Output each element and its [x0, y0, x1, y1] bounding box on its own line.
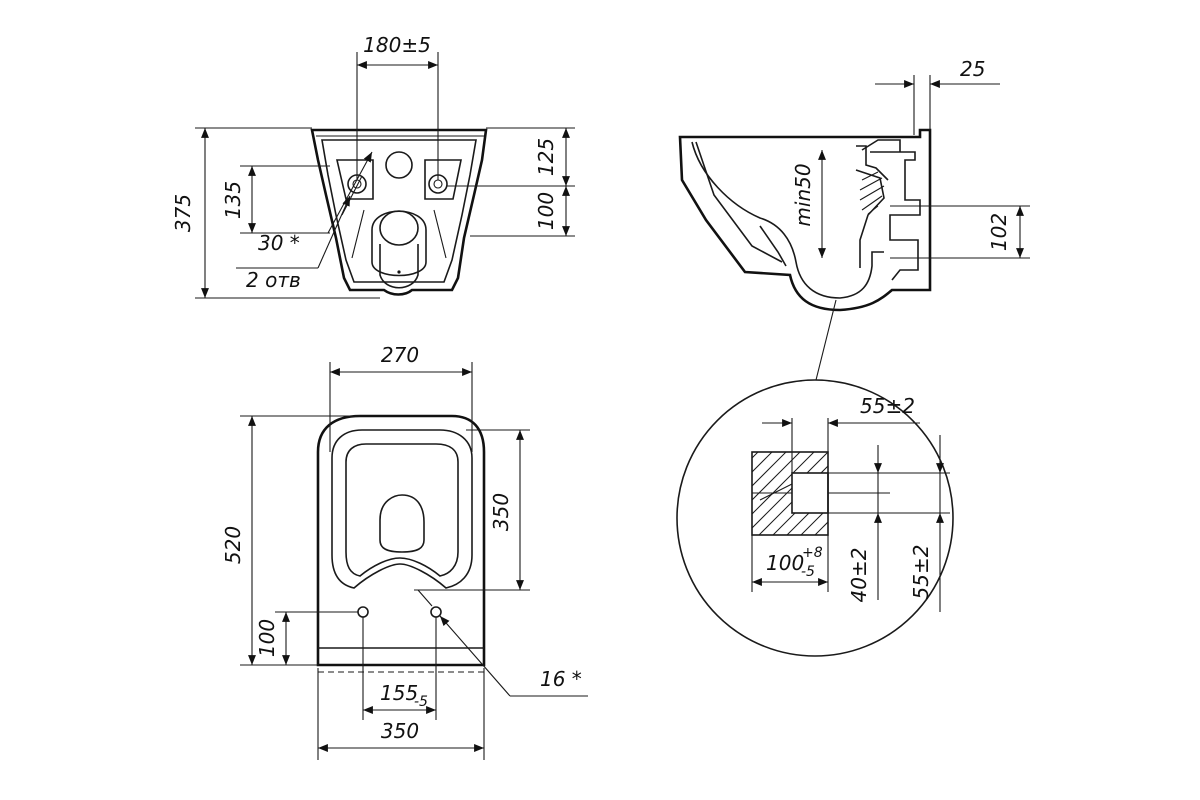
top-dim-520: 520 [221, 526, 245, 564]
front-dim-width: 180±5 [363, 33, 431, 57]
top-outlet [379, 494, 425, 553]
top-dim-270: 270 [381, 343, 419, 367]
front-dim-100: 100 [534, 192, 558, 230]
side-view: min50 102 25 [678, 57, 1030, 381]
top-dim-350-vertical: 350 [489, 493, 513, 531]
detail-dim-100-tol-upper: +8 [802, 545, 823, 561]
front-dim-375: 375 [171, 194, 195, 232]
top-right-hole [430, 606, 442, 618]
detail-circle [676, 379, 954, 657]
detail-dim-40: 40±2 [847, 548, 871, 603]
front-view-outline [310, 128, 488, 296]
front-dim-135: 135 [221, 181, 245, 219]
side-dim-min50: min50 [791, 163, 815, 226]
front-dim-125: 125 [534, 138, 558, 176]
top-dim-350-bottom: 350 [381, 719, 419, 743]
side-view-outline [678, 128, 932, 312]
top-dim-155-tol: -5 [414, 694, 428, 710]
front-note-holes: 2 отв [246, 268, 301, 292]
side-dim-102: 102 [987, 213, 1011, 251]
side-dim-25: 25 [960, 57, 985, 81]
detail-dim-100: 100 [766, 551, 804, 575]
detail-dim-100-tol-lower: -5 [801, 564, 815, 580]
outlet-opening [379, 210, 419, 246]
top-dim-155: 155 [380, 681, 418, 705]
detail-view: 55±2 40±2 55±2 100 +8 -5 [676, 379, 954, 657]
detail-hatching [752, 452, 828, 535]
front-view: 180±5 125 100 375 135 30 * 2 отв [171, 33, 575, 299]
detail-dim-55-top: 55±2 [860, 394, 915, 418]
top-left-hole [357, 606, 369, 618]
detail-dim-55-right: 55±2 [909, 545, 933, 600]
water-inlet [385, 151, 413, 179]
top-note-hole: 16 * [540, 667, 582, 691]
top-dim-100: 100 [255, 619, 279, 657]
top-view: 270 350 520 100 155 -5 350 16 * [221, 343, 588, 760]
front-note-angle: 30 * [258, 231, 300, 255]
top-view-outline [316, 414, 486, 667]
